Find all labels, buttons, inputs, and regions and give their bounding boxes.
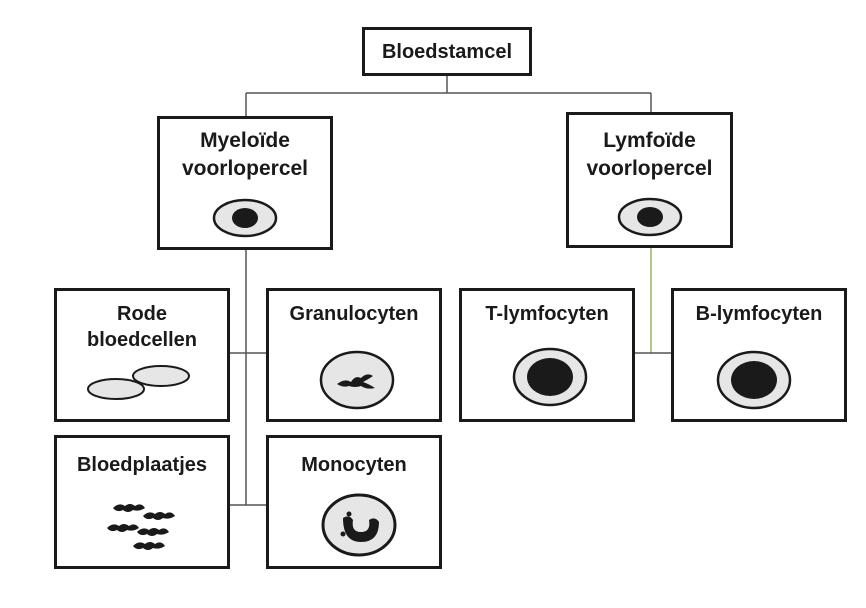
bloedplaatjes-box: Bloedplaatjes bbox=[54, 435, 230, 569]
bloedstamcel-label: Bloedstamcel bbox=[381, 41, 513, 63]
b-lymphocyte-icon bbox=[716, 350, 792, 410]
myeloid-label-line2: voorlopercel bbox=[181, 157, 309, 180]
myeloid-progenitor-label: Myeloïde voorlopercel bbox=[160, 127, 330, 183]
platelets-icon bbox=[107, 504, 175, 550]
t-lymphocyte-icon bbox=[512, 347, 588, 407]
red-blood-cells-icon bbox=[87, 365, 190, 400]
lymphoid-progenitor-box: Lymfoïde voorlopercel bbox=[566, 112, 733, 248]
rode-bloedcellen-label: Rode bloedcellen bbox=[57, 301, 227, 353]
granulocyte-icon bbox=[319, 350, 395, 410]
monocyten-label: Monocyten bbox=[301, 454, 407, 476]
t-lymfocyten-box: T-lymfocyten bbox=[459, 288, 635, 422]
t-lymfocyten-label: T-lymfocyten bbox=[485, 303, 609, 325]
rode-label-line2: bloedcellen bbox=[86, 329, 198, 351]
lymphoid-label-line2: voorlopercel bbox=[586, 157, 713, 180]
lymphoid-progenitor-cell-icon bbox=[617, 197, 683, 237]
granulocyten-box: Granulocyten bbox=[266, 288, 442, 422]
granulocyten-label: Granulocyten bbox=[289, 303, 419, 325]
monocyte-icon bbox=[321, 493, 397, 557]
lymphoid-progenitor-label: Lymfoïde voorlopercel bbox=[569, 127, 730, 183]
bloedstamcel-box: Bloedstamcel bbox=[362, 27, 532, 76]
myeloid-progenitor-cell-icon bbox=[212, 198, 278, 238]
myeloid-label-line1: Myeloïde bbox=[200, 129, 290, 152]
bloedplaatjes-label: Bloedplaatjes bbox=[76, 454, 208, 476]
b-lymfocyten-label: B-lymfocyten bbox=[695, 303, 823, 325]
lymphoid-label-line1: Lymfoïde bbox=[603, 129, 696, 152]
rode-bloedcellen-box: Rode bloedcellen bbox=[54, 288, 230, 422]
b-lymfocyten-box: B-lymfocyten bbox=[671, 288, 847, 422]
myeloid-progenitor-box: Myeloïde voorlopercel bbox=[157, 116, 333, 250]
rode-label-line1: Rode bbox=[117, 303, 167, 325]
monocyten-box: Monocyten bbox=[266, 435, 442, 569]
